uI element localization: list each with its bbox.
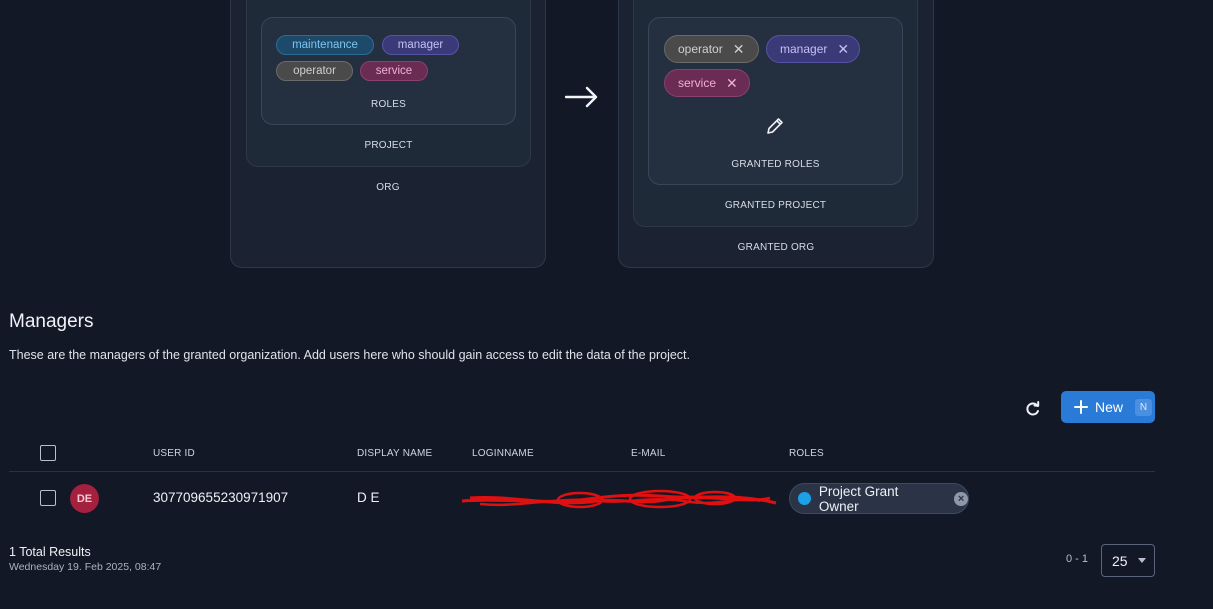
roles-label: ROLES — [371, 99, 406, 110]
granted-role-chip-operator[interactable]: operator ✕ — [664, 35, 759, 63]
granted-role-label: operator — [678, 42, 723, 56]
total-results: 1 Total Results — [9, 545, 91, 559]
table-divider — [9, 471, 1155, 472]
role-chip-operator: operator — [276, 61, 353, 81]
column-header-roles[interactable]: ROLES — [789, 448, 824, 459]
role-pill-label: Project Grant Owner — [818, 483, 899, 514]
page-size-select[interactable]: 25 — [1101, 544, 1155, 577]
refresh-icon[interactable] — [1024, 400, 1042, 418]
avatar: DE — [70, 484, 99, 513]
chevron-down-icon — [1137, 558, 1146, 563]
granted-roles-box: operator ✕ manager ✕ service ✕ GRANTED R… — [648, 17, 903, 185]
column-header-display-name[interactable]: DISPLAY NAME — [357, 448, 433, 459]
shortcut-badge: N — [1135, 398, 1153, 416]
page-range: 0 - 1 — [1066, 553, 1089, 565]
granted-role-label: service — [678, 76, 717, 90]
project-label: PROJECT — [364, 140, 413, 151]
column-header-email[interactable]: E-MAIL — [631, 448, 666, 459]
plus-icon — [1074, 400, 1088, 414]
granted-project-label: GRANTED PROJECT — [724, 200, 827, 211]
redaction-scribble — [460, 486, 780, 521]
granted-org-label: GRANTED ORG — [737, 242, 815, 253]
role-chip-service: service — [360, 61, 428, 81]
role-pill[interactable]: Project Grant Owner × — [789, 483, 969, 514]
granted-role-chip-manager[interactable]: manager ✕ — [766, 35, 860, 63]
column-header-loginname[interactable]: LOGINNAME — [472, 448, 534, 459]
arrow-right-icon — [564, 84, 599, 115]
edit-pencil-icon[interactable] — [765, 116, 785, 141]
new-button-label: New — [1095, 399, 1124, 415]
remove-icon[interactable]: ✕ — [732, 41, 745, 57]
page-size-value: 25 — [1112, 552, 1128, 569]
row-checkbox[interactable] — [40, 490, 56, 506]
managers-description: These are the managers of the granted or… — [9, 348, 690, 362]
remove-icon[interactable]: ✕ — [726, 75, 738, 91]
org-label: ORG — [376, 182, 400, 193]
granted-role-label: manager — [780, 42, 828, 56]
roles-box: maintenance manager operator service ROL… — [261, 17, 516, 125]
role-chip-manager: manager — [382, 35, 459, 55]
granted-role-chip-service[interactable]: service ✕ — [664, 69, 750, 97]
remove-role-icon[interactable]: × — [954, 491, 969, 506]
role-chip-maintenance: maintenance — [276, 35, 374, 55]
granted-roles-label: GRANTED ROLES — [731, 159, 820, 170]
display-name-cell: D E — [357, 490, 380, 505]
user-id-cell: 307709655230971907 — [153, 490, 289, 505]
new-button[interactable]: New N — [1061, 391, 1155, 423]
timestamp: Wednesday 19. Feb 2025, 08:47 — [9, 561, 162, 573]
role-dot-icon — [798, 492, 811, 505]
select-all-checkbox[interactable] — [40, 445, 56, 461]
column-header-user-id[interactable]: USER ID — [153, 448, 195, 459]
remove-icon[interactable]: ✕ — [837, 41, 850, 57]
managers-title: Managers — [9, 311, 94, 332]
